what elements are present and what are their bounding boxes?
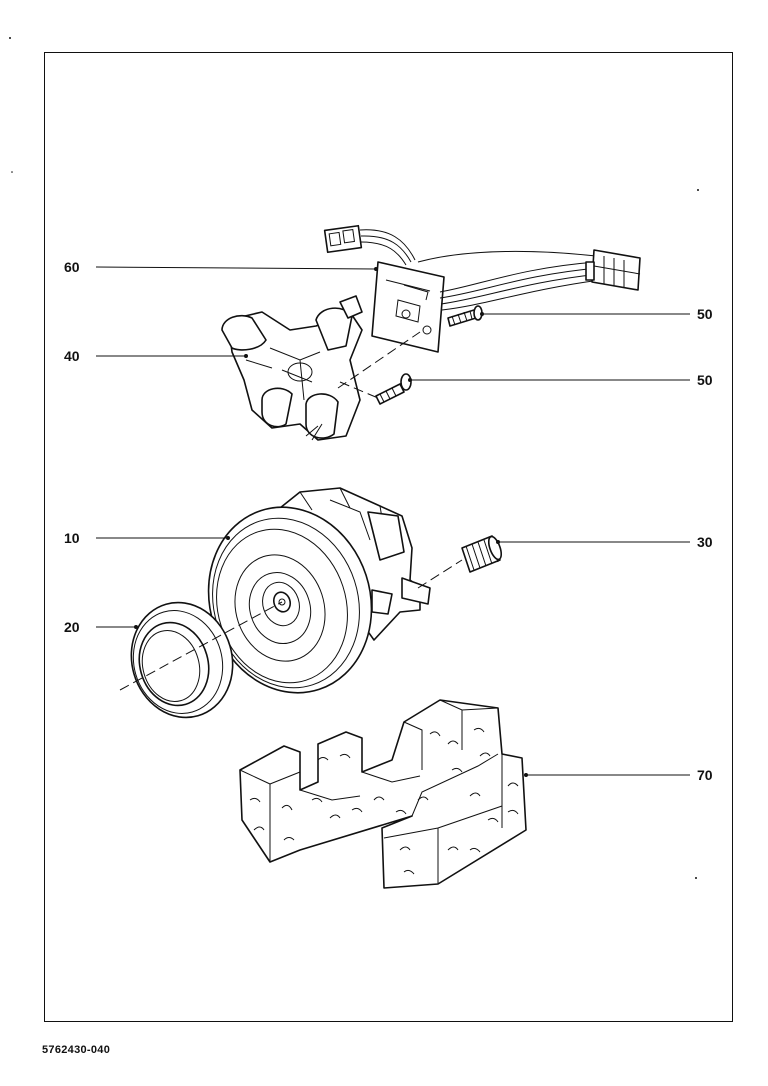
callout-20: 20 xyxy=(64,619,80,635)
document-number: 5762430-040 xyxy=(42,1044,111,1056)
part-50-screw-upper xyxy=(447,305,483,327)
callout-30: 30 xyxy=(697,534,713,550)
part-10-motor xyxy=(207,487,431,694)
callout-50-lower: 50 xyxy=(697,372,713,388)
axis-board-bracket xyxy=(337,331,421,389)
callout-50-upper: 50 xyxy=(697,306,713,322)
part-40-bracket xyxy=(221,295,363,441)
part-60-circuit-board xyxy=(323,224,641,353)
callout-40: 40 xyxy=(64,348,80,364)
callout-10: 10 xyxy=(64,530,80,546)
axis-motor-seal xyxy=(119,601,283,691)
callout-60: 60 xyxy=(64,259,80,275)
drawing-frame xyxy=(44,52,733,1022)
axis-screw-lower xyxy=(339,381,379,399)
callout-70: 70 xyxy=(697,767,713,783)
axis-motor-pinion xyxy=(417,559,463,589)
part-50-screw-lower xyxy=(375,373,412,405)
part-20-seal-ring xyxy=(130,601,234,719)
part-70-foam-insert xyxy=(239,699,527,889)
part-30-pinion-gear xyxy=(461,535,503,573)
leader-lines xyxy=(95,266,690,777)
